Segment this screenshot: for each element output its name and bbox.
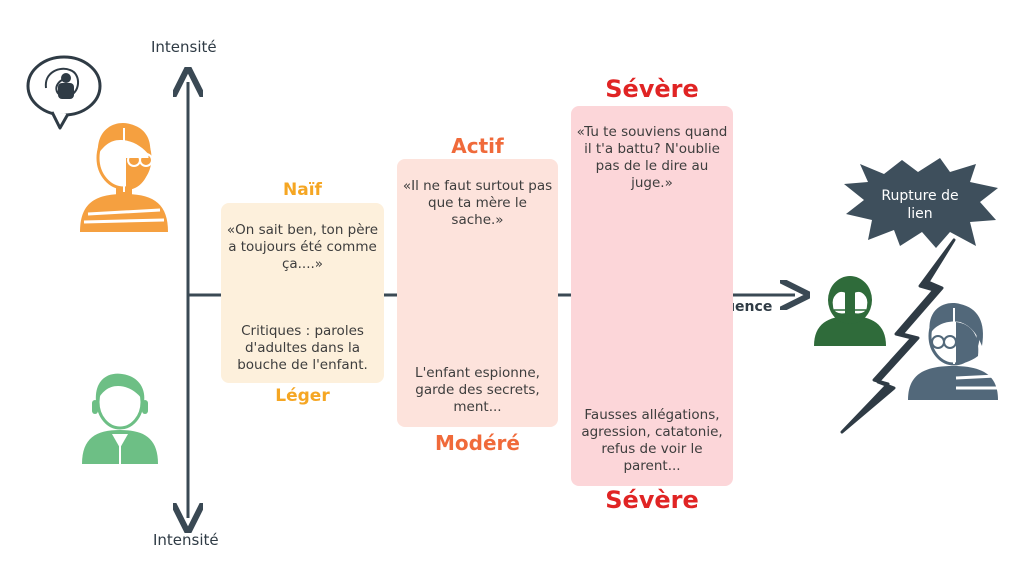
child-green-figure-icon bbox=[82, 373, 158, 464]
level-title-actif: Actif bbox=[451, 134, 504, 158]
panel-naif-leger bbox=[221, 203, 384, 383]
quote-severe: «Tu te souviens quand il t'a battu? N'ou… bbox=[576, 124, 728, 191]
level-title-severe-top: Sévère bbox=[605, 75, 699, 103]
crying-child-icon bbox=[814, 276, 886, 346]
adult-slate-figure-icon bbox=[908, 303, 998, 400]
level-title-severe-bottom: Sévère bbox=[605, 486, 699, 514]
thought-bubble-icon bbox=[26, 55, 102, 130]
lightning-crack-icon bbox=[840, 238, 956, 434]
level-title-modere: Modéré bbox=[435, 431, 520, 455]
panel-severe bbox=[571, 106, 733, 486]
panel-actif-modere bbox=[397, 159, 558, 427]
adult-orange-figure-icon bbox=[80, 123, 168, 232]
level-title-leger: Léger bbox=[275, 386, 330, 406]
burst-text: Rupture de lien bbox=[881, 188, 959, 222]
description-modere: L'enfant espionne, garde des secrets, me… bbox=[415, 365, 540, 415]
burst-shape bbox=[844, 158, 998, 248]
quote-actif: «Il ne faut surtout pas que ta mère le s… bbox=[402, 178, 553, 228]
description-severe: Fausses allégations, agression, catatoni… bbox=[581, 407, 723, 474]
axis-bottom-label: Intensité bbox=[153, 531, 219, 549]
description-leger: Critiques : paroles d'adultes dans la bo… bbox=[237, 323, 368, 373]
axis-top-label: Intensité bbox=[151, 38, 217, 56]
quote-naif: «On sait ben, ton père a toujours été co… bbox=[226, 222, 379, 272]
level-title-naif: Naïf bbox=[283, 180, 322, 200]
